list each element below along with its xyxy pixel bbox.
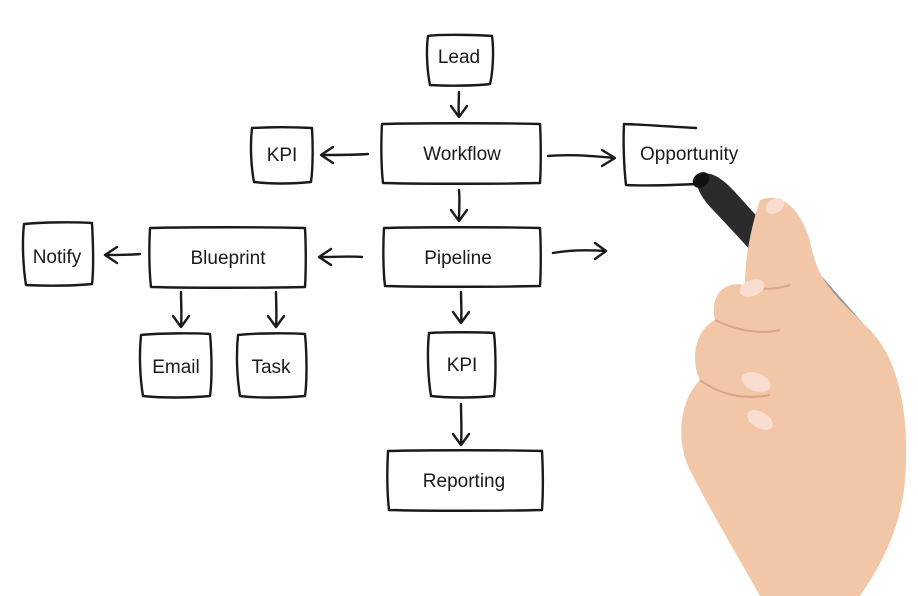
edge-blueprint-task xyxy=(266,290,286,329)
node-blueprint: Blueprint xyxy=(148,226,307,289)
node-workflow: Workflow xyxy=(380,122,542,185)
node-notify-label: Notify xyxy=(33,247,82,268)
node-email-label: Email xyxy=(152,357,200,378)
node-task-label: Task xyxy=(251,357,291,378)
node-notify: Notify xyxy=(21,221,95,287)
edge-pipeline-right xyxy=(551,241,608,261)
node-pipeline: Pipeline xyxy=(382,226,542,288)
edge-blueprint-email xyxy=(171,290,191,329)
node-task: Task xyxy=(235,332,308,399)
node-pipeline-label: Pipeline xyxy=(424,248,492,269)
node-lead-label: Lead xyxy=(438,47,480,68)
edge-workflow-kpi-top xyxy=(319,145,370,165)
node-opportunity: Opportunity xyxy=(622,122,739,187)
node-opportunity-label: Opportunity xyxy=(640,144,739,165)
node-reporting: Reporting xyxy=(386,449,544,512)
edge-pipeline-blueprint xyxy=(317,247,364,267)
edge-workflow-pipeline xyxy=(449,188,469,223)
node-reporting-label: Reporting xyxy=(423,471,505,492)
edge-lead-workflow xyxy=(449,90,469,119)
node-email: Email xyxy=(138,332,213,399)
edge-workflow-opportunity xyxy=(546,148,617,168)
node-kpi-top-label: KPI xyxy=(267,145,298,166)
node-blueprint-label: Blueprint xyxy=(191,248,267,269)
edge-kpi-bottom-reporting xyxy=(451,402,471,447)
node-workflow-label: Workflow xyxy=(423,144,501,165)
node-kpi-top: KPI xyxy=(249,126,314,185)
edge-pipeline-kpi-bottom xyxy=(451,290,471,325)
edge-blueprint-notify xyxy=(103,245,142,265)
node-lead: Lead xyxy=(425,33,495,87)
hand-holding-marker-icon xyxy=(681,172,907,596)
node-kpi-bottom: KPI xyxy=(426,331,497,399)
node-kpi-bottom-label: KPI xyxy=(447,355,478,376)
